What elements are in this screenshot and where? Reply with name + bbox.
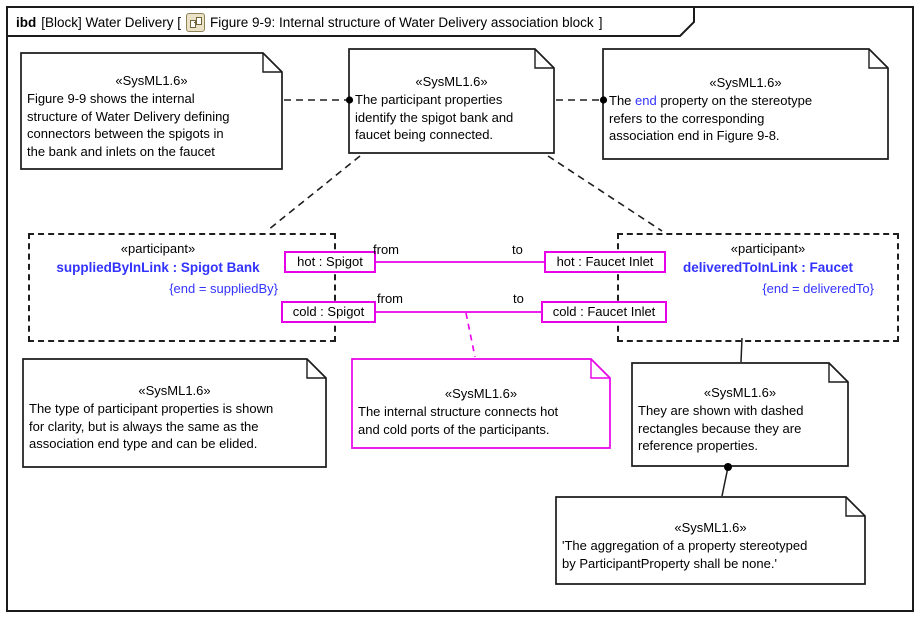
participant-right-name: deliveredToInLink : Faucet [682,260,854,275]
note-end-property[interactable]: «SysML1.6» The end property on the stere… [602,48,889,160]
participant-suppliedByInLink-box[interactable] [28,233,336,342]
note-participant-properties[interactable]: «SysML1.6» The participant properties id… [348,48,555,154]
diagram-context-label: [Block] Water Delivery [ [41,14,182,30]
participant-right-text: «participant» deliveredToInLink : Faucet… [662,241,874,297]
note-body: Figure 9-9 shows the internal structure … [27,91,230,159]
end-keyword: end [635,93,657,108]
port-hot-spigot[interactable]: hot : Spigot [284,251,376,273]
hot-from-label: from [373,242,399,257]
port-hot-faucet-inlet[interactable]: hot : Faucet Inlet [544,251,666,273]
note-aggregation[interactable]: «SysML1.6» 'The aggregation of a propert… [555,496,866,585]
note-stereotype: «SysML1.6» [115,73,188,88]
note-figure-description[interactable]: «SysML1.6» Figure 9-9 shows the internal… [20,52,283,170]
note-stereotype: «SysML1.6» [674,520,747,535]
diagram-figure-label: Figure 9-9: Internal structure of Water … [210,14,594,30]
note-body: The type of participant properties is sh… [29,401,274,451]
note-body: They are shown with dashed rectangles be… [638,403,804,453]
participant-left-text: «participant» suppliedByInLink : Spigot … [38,241,278,297]
note-stereotype: «SysML1.6» [709,75,782,90]
participant-left-name: suppliedByInLink : Spigot Bank [56,260,260,275]
note-stereotype: «SysML1.6» [138,383,211,398]
note-body: The end property on the stereotype refer… [609,93,813,143]
diagram-icon [186,12,206,32]
participant-right-stereotype: «participant» [730,241,806,256]
port-cold-faucet-inlet[interactable]: cold : Faucet Inlet [541,301,667,323]
participant-left-stereotype: «participant» [120,241,196,256]
participant-right-constraint: {end = deliveredTo} [762,281,874,296]
note-body: The participant properties identify the … [355,92,514,142]
cold-to-label: to [513,291,524,306]
hot-to-label: to [512,242,523,257]
note-internal-structure[interactable]: «SysML1.6» The internal structure connec… [351,358,611,449]
participant-deliveredToInLink-box[interactable] [617,233,899,342]
port-cold-spigot[interactable]: cold : Spigot [281,301,376,323]
cold-from-label: from [377,291,403,306]
note-stereotype: «SysML1.6» [415,74,488,89]
note-stereotype: «SysML1.6» [703,385,777,400]
participant-left-constraint: {end = suppliedBy} [169,281,278,296]
note-dashed-rectangles[interactable]: «SysML1.6» They are shown with dashed re… [631,362,849,467]
note-type-elided[interactable]: «SysML1.6» The type of participant prope… [22,358,327,468]
note-body: 'The aggregation of a property stereotyp… [562,538,808,571]
note-body: The internal structure connects hot and … [358,404,559,437]
diagram-header-tab[interactable]: ibd [Block] Water Delivery [ Figure 9-9:… [8,8,702,36]
note-stereotype: «SysML1.6» [444,386,518,401]
diagram-kind-label: ibd [16,14,37,30]
diagram-close-bracket: ] [598,14,603,30]
